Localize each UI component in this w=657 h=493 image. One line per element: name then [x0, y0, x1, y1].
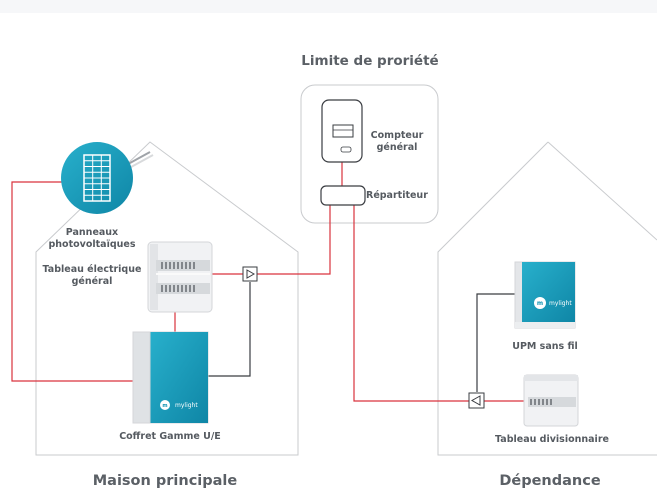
repartiteur-label: Répartiteur [366, 190, 428, 201]
wire-repartiteur-to-divisionnaire [353, 205, 524, 402]
upm-brand: mylight [549, 300, 572, 307]
coffret-icon: m mylight [132, 331, 209, 424]
coffret-brand: mylight [175, 402, 198, 409]
top-band [0, 0, 657, 13]
svg-text:m: m [162, 403, 167, 409]
upm-label: UPM sans fil [512, 341, 578, 352]
dark-wiring [208, 282, 515, 392]
panneaux-label: Panneaux photovoltaïques [48, 227, 136, 250]
compteur-label: Compteur général [370, 130, 424, 153]
compteur-icon [321, 99, 363, 163]
wire-upm-to-sensor [476, 293, 515, 392]
sensor-icon-main [242, 266, 258, 282]
tableau-general-label: Tableau électrique général [42, 264, 142, 287]
dependance-label: Dépendance [499, 473, 601, 489]
dependance-outline [437, 141, 657, 456]
svg-text:m: m [537, 300, 543, 307]
tableau-general-icon [147, 241, 213, 313]
upm-icon: m mylight [514, 261, 576, 329]
tableau-divisionnaire-icon [523, 374, 579, 427]
maison-label: Maison principale [92, 473, 238, 489]
wire-panel-to-coffret [11, 181, 133, 382]
property-limit-title: Limite de proriété [301, 53, 439, 69]
repartiteur-icon [320, 185, 366, 206]
coffret-label: Coffret Gamme U/E [119, 431, 221, 442]
main-house-outline [35, 141, 299, 456]
sensor-icon-dependance [468, 392, 485, 409]
solar-panel-icon [61, 142, 133, 214]
wire-coffret-to-sensor [208, 282, 251, 377]
tableau-divisionnaire-label: Tableau divisionnaire [495, 434, 609, 445]
